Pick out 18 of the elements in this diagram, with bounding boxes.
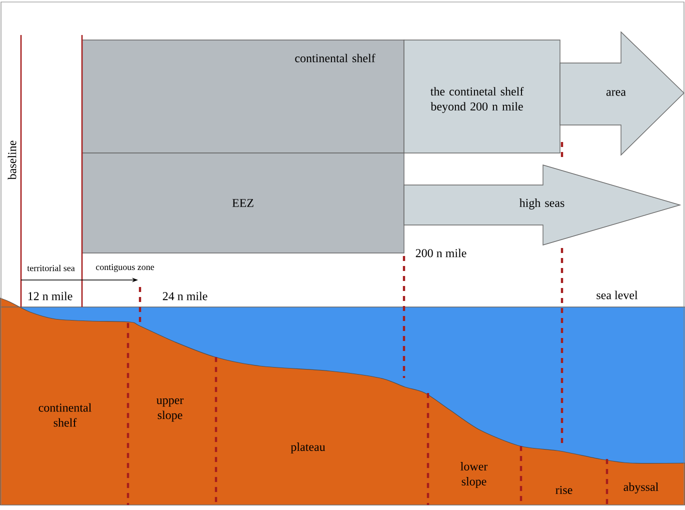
label: territorial sea: [27, 264, 75, 272]
label: baseline: [8, 140, 16, 180]
label: continental shelf: [38, 403, 92, 427]
label: contiguous zone: [96, 264, 154, 272]
pointed-box: high seas: [404, 164, 682, 246]
label: sea level: [596, 290, 638, 300]
pointed-box: area: [560, 31, 684, 156]
label: 24 n mile: [162, 292, 208, 300]
label: 200 n mile: [416, 248, 466, 258]
label: rise: [556, 486, 572, 494]
zone-box: the continetal shelf beyond 200 n mile: [404, 40, 560, 154]
label: 12 n mile: [28, 292, 72, 300]
zone-box: EEZ: [82, 152, 404, 254]
label: abyssal: [624, 482, 658, 494]
label: plateau: [290, 442, 326, 454]
zone-box: continental shelf: [82, 40, 404, 154]
label: lower slope: [460, 462, 488, 488]
label: upper slope: [156, 398, 184, 422]
